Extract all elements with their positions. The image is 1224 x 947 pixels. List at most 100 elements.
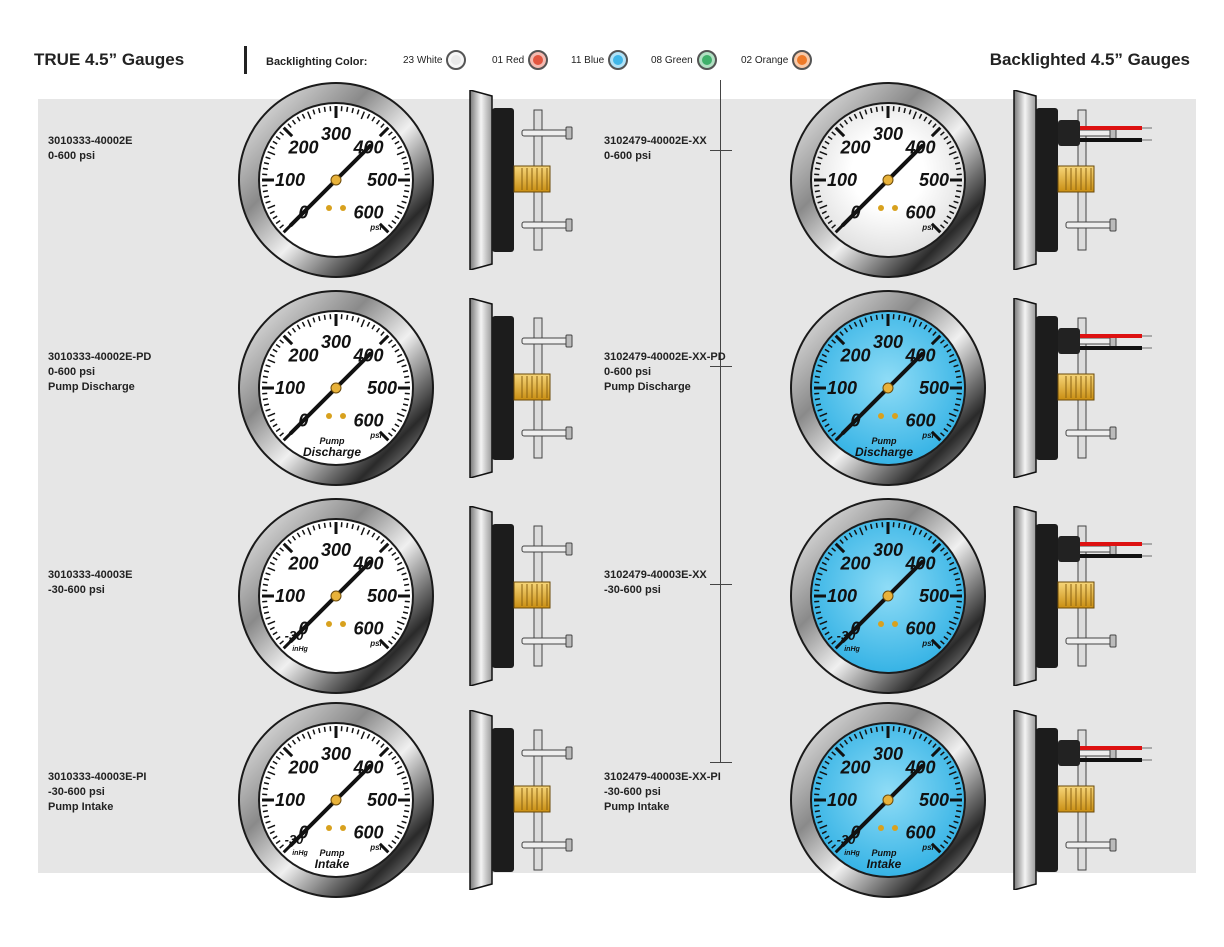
- swatch-red: 01 Red: [492, 50, 549, 70]
- scale-tick: [908, 729, 912, 735]
- part-number: 3010333-40003E: [48, 569, 133, 581]
- scale-tick: [323, 726, 326, 732]
- scale-tick: [312, 729, 316, 735]
- scale-label: 200: [287, 137, 318, 157]
- scale-tick: [360, 527, 366, 536]
- scale-tick: [815, 195, 822, 199]
- swatch-label: 08 Green: [651, 54, 693, 66]
- scale-tick: [949, 830, 955, 835]
- gauge-side-view: [469, 710, 573, 890]
- gauge-case: [492, 524, 514, 668]
- header-divider: [244, 46, 247, 74]
- scale-tick: [923, 116, 928, 122]
- scale-tick: [402, 403, 409, 407]
- light-housing: [1058, 328, 1080, 354]
- stud-nut: [565, 126, 573, 140]
- scale-tick: [378, 334, 390, 346]
- indicator-dot: [878, 621, 884, 627]
- gauge-right-4: 0100200300400500600-30inHgpsiPumpIntake: [790, 702, 986, 898]
- part-number: 3010333-40002E: [48, 135, 133, 147]
- scale-tick: [346, 522, 349, 528]
- scale-tick: [943, 755, 949, 761]
- scale-tick: [375, 535, 381, 541]
- scale-tick: [317, 727, 321, 734]
- scale-tick: [371, 324, 376, 330]
- scale-tick: [378, 222, 390, 234]
- scale-tick: [858, 319, 864, 328]
- vacuum-unit: inHg: [844, 850, 860, 857]
- scale-tick: [402, 195, 409, 199]
- scale-tick: [839, 123, 844, 129]
- scale-tick: [396, 566, 405, 572]
- part-number: 3102479-40003E-XX-PI: [604, 771, 721, 783]
- swatch-blue: 11 Blue: [571, 50, 629, 70]
- scale-tick: [827, 219, 833, 225]
- scale-tick: [948, 204, 957, 210]
- scale-label: 600: [906, 823, 936, 843]
- needle-hub: [882, 794, 894, 806]
- gauge-right-1: 0100200300400500600psi: [790, 82, 986, 278]
- scale-tick: [939, 432, 945, 437]
- scale-tick: [927, 119, 933, 125]
- pressure-range: 0-600 psi: [48, 150, 96, 162]
- dial-caption-bottom: Intake: [867, 857, 902, 871]
- scale-tick: [391, 427, 397, 433]
- scale-tick: [272, 215, 278, 220]
- scale-tick: [869, 523, 873, 530]
- scale-label: 600: [906, 411, 936, 431]
- scale-tick: [869, 107, 873, 114]
- scale-tick: [946, 631, 952, 636]
- right-section-title: Backlighted 4.5” Gauges: [989, 50, 1190, 69]
- indicator-dot: [340, 825, 346, 831]
- scale-tick: [404, 167, 410, 170]
- scale-tick: [815, 611, 822, 615]
- scale-tick: [301, 113, 306, 119]
- scale-tick: [306, 111, 312, 120]
- stud-nut: [565, 634, 573, 648]
- stud-nut: [565, 334, 573, 348]
- bezel-profile: [1013, 298, 1037, 478]
- scale-tick: [819, 204, 828, 210]
- scale-tick: [391, 755, 397, 761]
- scale-tick: [375, 327, 381, 333]
- mounting-stud: [521, 429, 571, 437]
- scale-tick: [954, 815, 961, 819]
- scale-label: 600: [354, 619, 384, 639]
- scale-tick: [267, 150, 276, 156]
- scale-tick: [953, 200, 959, 204]
- scale-tick: [401, 408, 407, 412]
- scale-tick: [834, 126, 846, 138]
- scale-tick: [402, 161, 409, 165]
- mounting-stud: [521, 841, 571, 849]
- scale-label: 100: [275, 378, 305, 398]
- scale-tick: [898, 522, 901, 528]
- part-number: 3010333-40003E-PI: [48, 771, 147, 783]
- scale-tick: [954, 577, 961, 581]
- scale-tick: [927, 535, 933, 541]
- scale-tick: [814, 398, 820, 401]
- scale-tick: [402, 577, 409, 581]
- gauge-right-2: 0100200300400500600psiPumpDischarge: [790, 290, 986, 486]
- scale-tick: [262, 375, 268, 378]
- scale-tick: [380, 743, 385, 749]
- scale-tick: [824, 140, 830, 145]
- scale-tick: [831, 224, 837, 229]
- scale-tick: [948, 566, 957, 572]
- scale-tick: [312, 317, 316, 323]
- scale-tick: [378, 638, 390, 650]
- scale-tick: [956, 375, 962, 378]
- backlit-gauge-side-view: [1013, 90, 1152, 270]
- scale-tick: [953, 364, 959, 368]
- scale-tick: [943, 551, 949, 557]
- scale-tick: [265, 200, 271, 204]
- scale-label: 200: [839, 553, 870, 573]
- scale-tick: [282, 126, 294, 138]
- scale-label: 100: [275, 170, 305, 190]
- scale-tick: [263, 369, 270, 373]
- scale-tick: [279, 339, 285, 344]
- scale-tick: [814, 375, 820, 378]
- scale-tick: [948, 150, 957, 156]
- scale-tick: [263, 161, 270, 165]
- scale-tick: [923, 532, 928, 538]
- scale-tick: [375, 119, 381, 125]
